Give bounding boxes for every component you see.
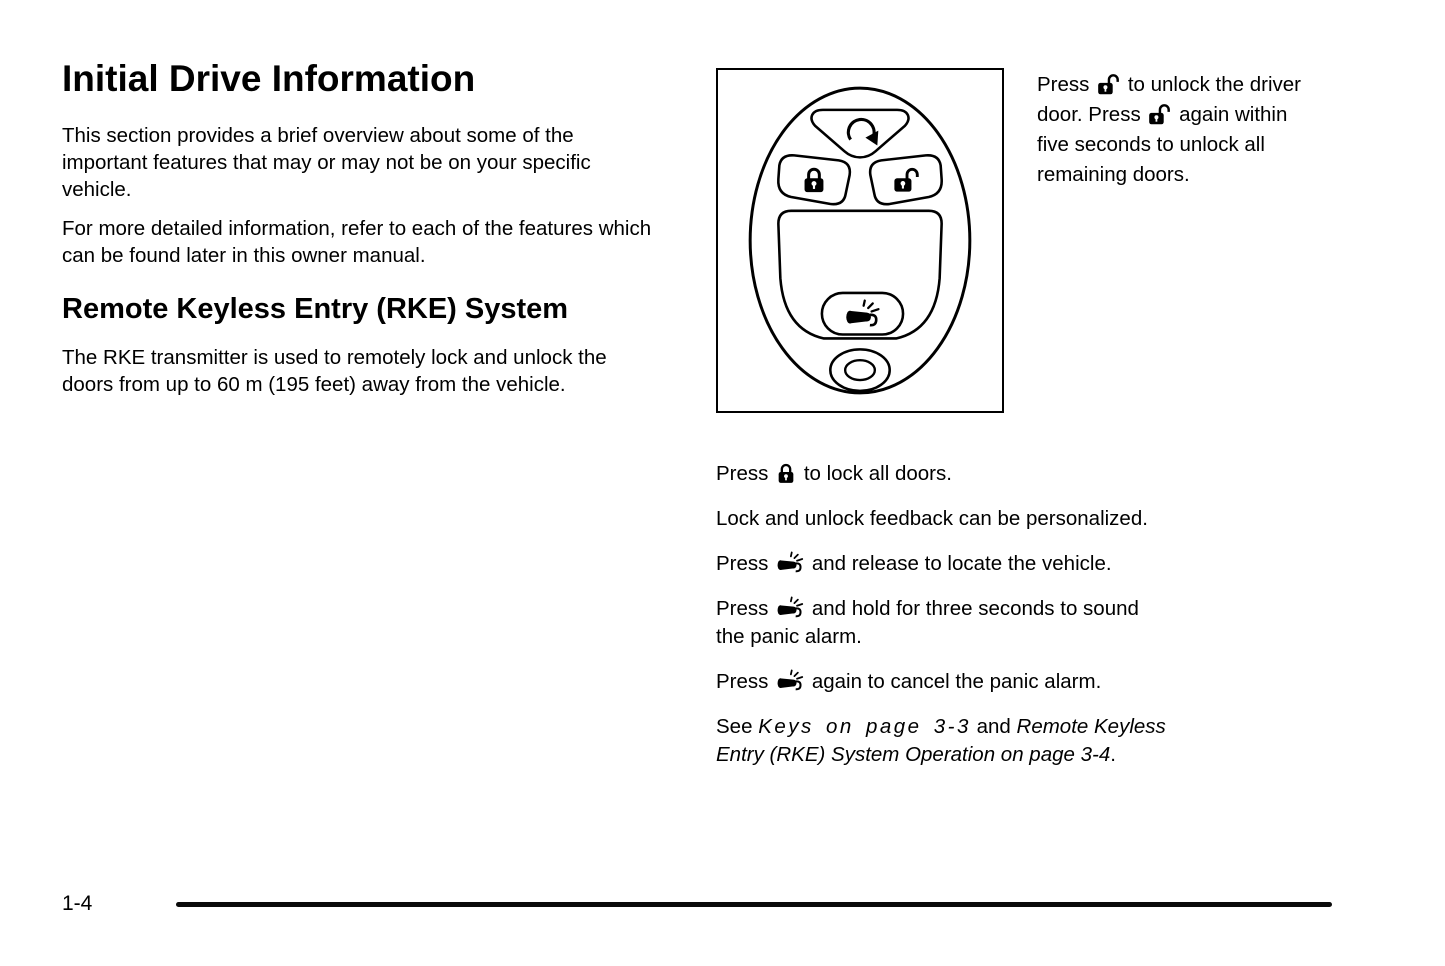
footer-rule (176, 902, 1332, 907)
horn-icon (776, 596, 804, 619)
instruction-text-segment: Press (716, 670, 769, 693)
rke-instructions-list: Press to lock all doors. Lock and unlock… (716, 460, 1168, 786)
instruction-text-segment: and hold for three seconds to sound the … (716, 597, 1139, 648)
instruction-text-segment: See (716, 715, 753, 738)
page-title: Initial Drive Information (62, 58, 476, 99)
lock-button (777, 154, 852, 206)
reference-rke-operation: Remote Keyless Entry (RKE) System Operat… (716, 715, 1166, 766)
instruction-text-segment: Press (716, 597, 769, 620)
unlock-instruction: Press to unlock the driver door. Press a… (1037, 70, 1313, 190)
key-fob-illustration (748, 86, 972, 395)
rotate-arrow-head (865, 130, 879, 146)
intro-paragraph-1: This section provides a brief overview a… (62, 124, 591, 201)
cancel-panic-instruction: Press again to cancel the panic alarm. (716, 668, 1168, 696)
lock-icon (776, 463, 796, 484)
fob-center-panel (777, 209, 943, 340)
unlock-icon (1097, 74, 1120, 95)
instruction-text-segment: and release to locate the vehicle. (811, 552, 1112, 575)
horn-icon (776, 551, 804, 574)
feedback-note: Lock and unlock feedback can be personal… (716, 507, 1148, 530)
intro-paragraph-2: For more detailed information, refer to … (62, 217, 652, 267)
instruction-text-segment: again within five seconds to unlock all … (1037, 103, 1288, 186)
page-number: 1-4 (62, 892, 93, 915)
locate-instruction: Press and release to locate the vehicle. (716, 550, 1168, 578)
instruction-text-segment: Press (716, 552, 769, 575)
instruction-text-segment: to unlock the driver door. Press (1037, 73, 1302, 126)
reference-keys: Keys on page 3-3 (758, 715, 971, 738)
rke-transmitter-figure (716, 68, 1004, 413)
instruction-text-segment: Press (1037, 73, 1090, 96)
lock-instruction: Press to lock all doors. (716, 460, 1168, 488)
panic-instruction: Press and hold for three seconds to soun… (716, 595, 1168, 651)
rotate-arrow-icon (846, 117, 876, 141)
rke-intro-paragraph: The RKE transmitter is used to remotely … (62, 346, 607, 396)
left-column: Initial Drive Information This section p… (62, 58, 662, 410)
key-ring-inner (843, 359, 877, 382)
instruction-text-segment: to lock all doors. (803, 462, 952, 485)
unlock-icon (1148, 104, 1171, 125)
cross-reference-note: See Keys on page 3-3 and Remote Keyless … (716, 713, 1168, 769)
fob-body-outline (748, 86, 972, 395)
unlock-button (868, 154, 943, 206)
instruction-text-segment: . (1110, 743, 1116, 766)
instruction-text-segment: and (976, 715, 1011, 738)
instruction-text-segment: Press (716, 462, 769, 485)
horn-icon (776, 669, 804, 692)
instruction-text-segment: again to cancel the panic alarm. (811, 670, 1102, 693)
rke-section-heading: Remote Keyless Entry (RKE) System (62, 293, 569, 325)
remote-start-button (810, 108, 910, 159)
